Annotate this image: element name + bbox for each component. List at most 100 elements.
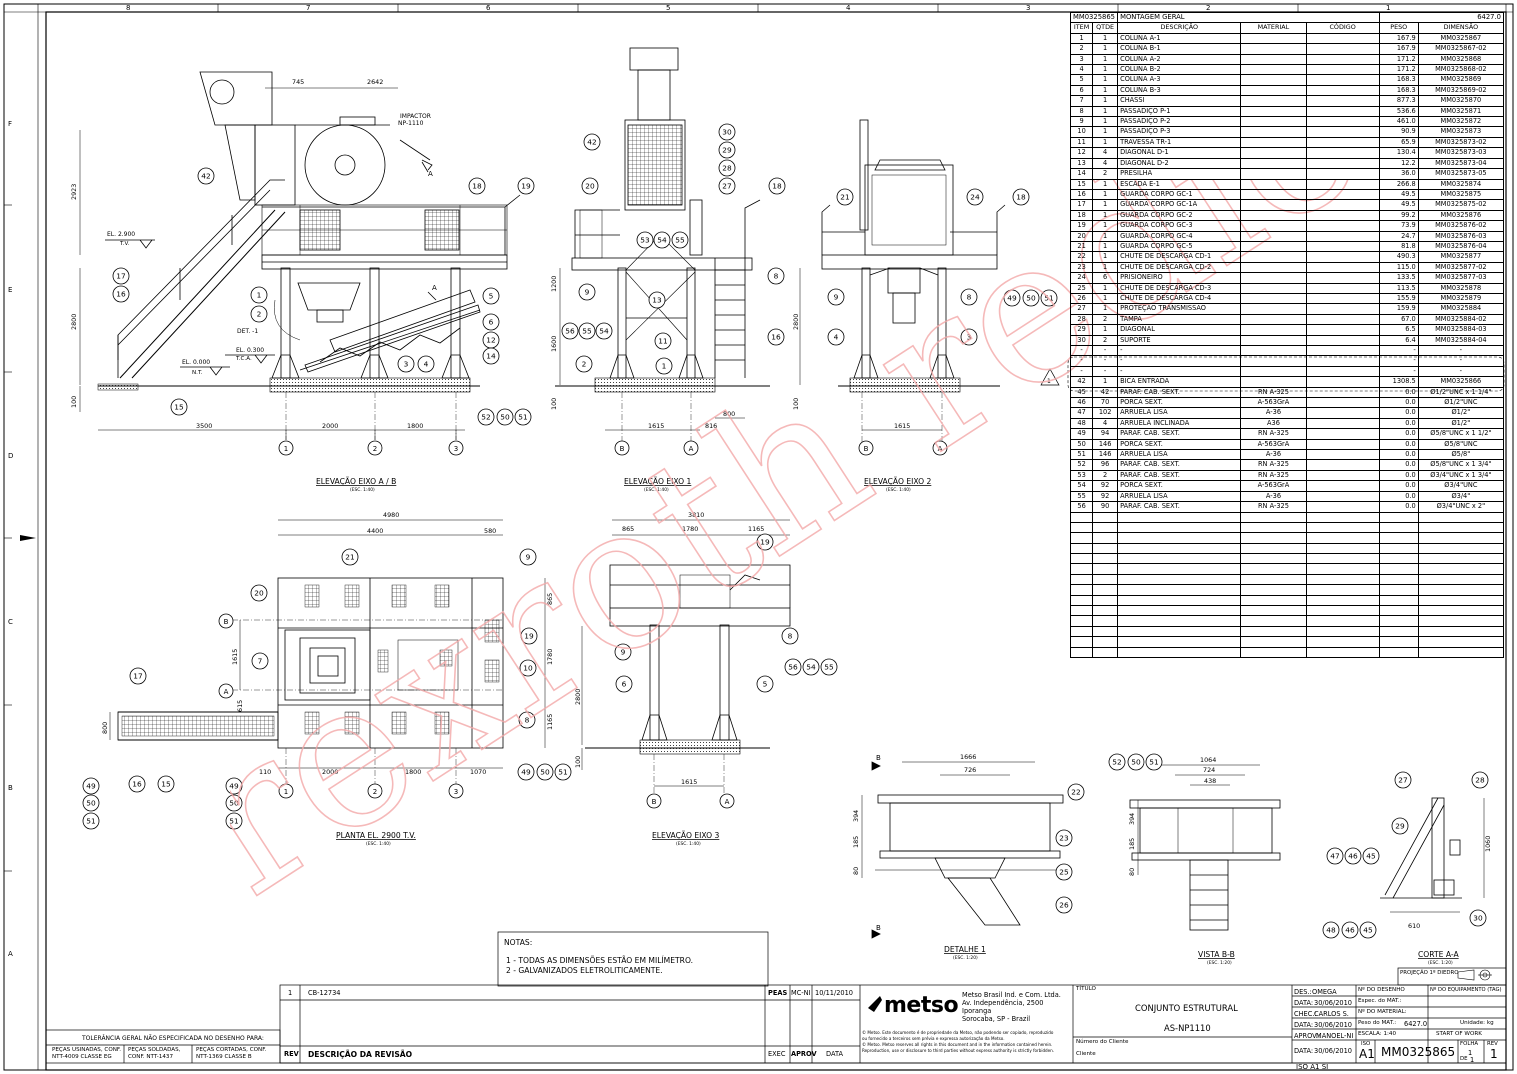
view-titles: ELEVAÇÃO EIXO A / B (ESC. 1:40) ELEVAÇÃO…: [316, 477, 1459, 966]
bom-cell: 96: [1092, 459, 1119, 471]
axis-label: A: [725, 798, 730, 806]
bom-cell: CHASSI: [1117, 95, 1242, 107]
view-vista-bb: [1129, 764, 1281, 931]
item-balloon: [836, 188, 854, 206]
bom-cell: 0.0: [1378, 428, 1419, 440]
item-balloon: [784, 658, 802, 676]
item-balloon-label: 3: [404, 360, 409, 369]
bom-cell: RN A-325: [1240, 459, 1307, 471]
bom-cell: 13: [1069, 157, 1094, 170]
bom-cell: MM0325868-02: [1417, 64, 1505, 76]
item-balloon-label: 53: [640, 236, 650, 245]
bom-empty-cell: [1417, 594, 1505, 607]
bom-empty-cell: [1305, 646, 1380, 658]
bom-cell: CHUTE DE DESCARGA CD-3: [1117, 282, 1242, 294]
bom-cell: 49.5: [1378, 199, 1419, 211]
dim: 100: [792, 398, 800, 410]
client: Cliente: [1076, 1051, 1096, 1057]
bom-cell: [1240, 344, 1307, 357]
item-balloon: [615, 675, 633, 693]
bom-cell: [1240, 147, 1307, 159]
dim: 110: [259, 768, 271, 776]
sheet-size: A1: [1359, 1047, 1375, 1061]
dim: 1064: [1200, 756, 1216, 764]
item-balloon: [225, 812, 243, 830]
aprov-header: APROV: [791, 1050, 817, 1058]
item-balloon-label: 12: [486, 336, 495, 345]
dim: 438: [1204, 777, 1216, 785]
bom-cell: 168.3: [1378, 74, 1419, 86]
item-balloon: [251, 652, 269, 670]
bom-empty-cell: [1417, 625, 1505, 638]
bom-cell: COLUNA B-2: [1117, 64, 1242, 76]
bom-cell: [1305, 376, 1380, 388]
dim: 1615: [894, 422, 910, 430]
item-balloon-label: 50: [500, 413, 510, 422]
bom-cell: [1240, 43, 1307, 55]
item-balloon: [781, 627, 799, 645]
item-balloon-label: 16: [132, 780, 142, 789]
axis-bubbles-top: [278, 440, 948, 456]
bom-empty-row: [1069, 646, 1505, 658]
bom-cell: PORCA SEXT.: [1117, 480, 1242, 492]
axis-label: 2: [373, 445, 377, 453]
bom-cell: 14: [1069, 168, 1094, 180]
item-balloon-label: 9: [834, 293, 839, 302]
item-balloon: [554, 763, 572, 781]
bom-cell: [1240, 64, 1307, 76]
item-balloon: [718, 141, 736, 159]
bom-empty-cell: [1305, 615, 1380, 627]
bom-cell: 49: [1069, 428, 1094, 440]
bom-cell: 167.9: [1378, 43, 1419, 55]
item-balloon: [671, 231, 689, 249]
row-ref: F: [8, 120, 12, 128]
item-balloon-label: 17: [133, 672, 143, 681]
axis-bubbles-bottom: [218, 613, 735, 809]
bom-empty-cell: [1092, 521, 1119, 534]
bom-cell: 0.0: [1378, 438, 1419, 451]
item-balloon: [1022, 289, 1040, 307]
item-balloon: [648, 291, 666, 309]
item-balloon: [225, 777, 243, 795]
bom-cell: 1: [1092, 209, 1119, 222]
view-title: DETALHE 1: [944, 945, 986, 954]
bom-cell: GUARDA CORPO GC-1: [1117, 188, 1242, 201]
view-title: CORTE A-A: [1418, 950, 1459, 959]
bom-empty-cell: [1305, 573, 1380, 586]
bom-cell: [1305, 240, 1380, 253]
item-balloon: [520, 627, 538, 645]
bom-empty-cell: [1069, 604, 1094, 617]
bom-empty-row: [1069, 511, 1505, 523]
bom-cell: [1240, 334, 1307, 347]
bom-cell: 30: [1069, 334, 1094, 347]
view-scale: (ESC. 1:40): [350, 487, 375, 493]
bom-cell: 1: [1092, 324, 1119, 336]
bom-empty-cell: [1378, 542, 1419, 555]
bom-cell: [1305, 438, 1380, 451]
bom-cell: [1305, 147, 1380, 159]
bom-empty-cell: [1378, 584, 1419, 596]
bom-cell: MM0325874: [1417, 178, 1505, 190]
bom-cell: 1: [1092, 64, 1119, 76]
item-balloon-label: 8: [967, 293, 972, 302]
company-name: Metso Brasil Ind. e Com. Ltda.: [962, 991, 1061, 999]
equipment-tag-label: Nº DO EQUIPAMENTO (TAG): [1430, 987, 1502, 993]
bom-cell: 0.0: [1378, 490, 1419, 503]
detail-label: DET. -1: [237, 328, 258, 335]
bom-empty-cell: [1092, 511, 1119, 523]
tolerance-3a: PEÇAS CORTADAS, CONF.: [196, 1047, 267, 1053]
bom-cell: -: [1378, 344, 1419, 357]
item-balloon-label: 52: [1112, 758, 1121, 767]
item-balloon-label: 55: [675, 236, 685, 245]
bom-cell: Ø1/2": [1417, 407, 1505, 419]
bom-cell: 16: [1069, 188, 1094, 201]
tolerance-2a: PEÇAS SOLDADAS,: [128, 1047, 181, 1053]
